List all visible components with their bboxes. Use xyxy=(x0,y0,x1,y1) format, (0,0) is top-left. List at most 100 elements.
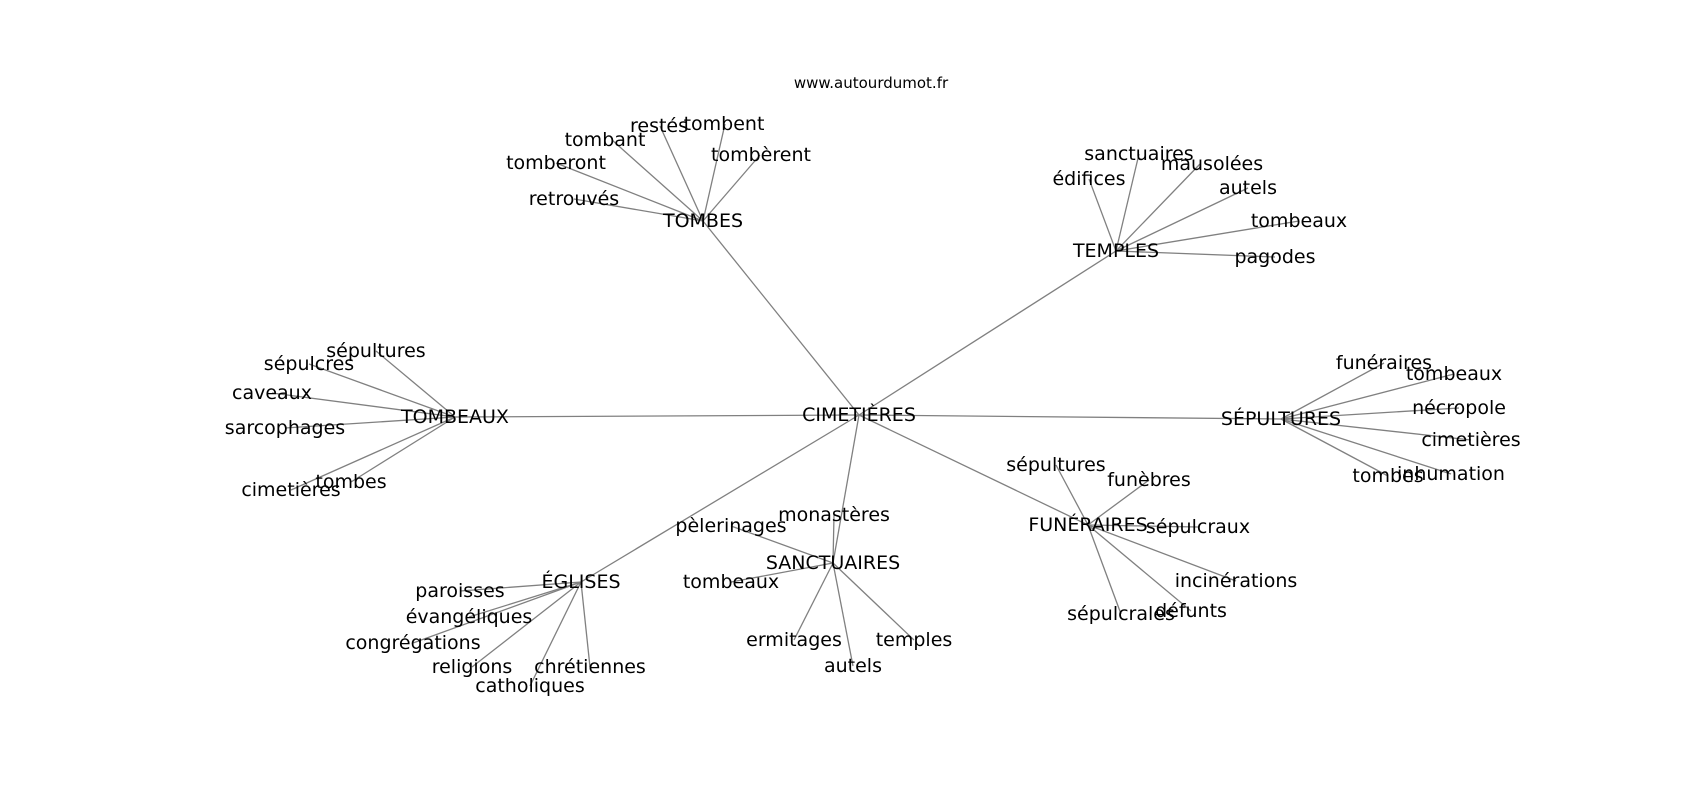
leaf-node-sanctuaires-temples[interactable]: temples xyxy=(876,629,953,651)
hub-node-sepultures[interactable]: SÉPULTURES xyxy=(1221,407,1341,430)
leaf-node-tombes-tomberent[interactable]: tombèrent xyxy=(711,144,811,166)
center-node-label[interactable]: CIMETIÈRES xyxy=(802,403,916,426)
leaf-node-sanctuaires-ermitages[interactable]: ermitages xyxy=(746,629,842,651)
leaf-node-eglises-congregations[interactable]: congrégations xyxy=(345,632,480,654)
edge-funeraires-sepultures xyxy=(1055,464,1089,526)
edge-eglises-congregations xyxy=(412,581,582,644)
leaf-node-tombes-tombent[interactable]: tombent xyxy=(684,113,765,135)
edge-eglises-evangeliques xyxy=(468,581,582,618)
leaf-node-sepultures-funeraires[interactable]: funéraires xyxy=(1336,352,1432,374)
edge-tombes-retrouves xyxy=(573,198,704,222)
edge-eglises-catholiques xyxy=(529,581,582,687)
leaf-node-sanctuaires-autels[interactable]: autels xyxy=(824,655,882,677)
edge-temples-autels xyxy=(1115,187,1249,252)
edge-funeraires-sepulcraux xyxy=(1087,524,1199,528)
leaf-node-sepultures-necropole[interactable]: nécropole xyxy=(1412,397,1506,419)
leaf-node-tombes-restes[interactable]: restés xyxy=(630,115,688,137)
edge-temples-sanctuaires xyxy=(1115,153,1140,252)
leaf-node-sanctuaires-pelerinages[interactable]: pèlerinages xyxy=(675,515,786,537)
leaf-node-temples-sanctuaires[interactable]: sanctuaires xyxy=(1084,143,1193,165)
leaf-node-tombes-retrouves[interactable]: retrouvés xyxy=(529,188,619,210)
edge-sanctuaires-temples xyxy=(832,562,915,641)
edge-eglises-paroisses xyxy=(459,581,582,592)
edge-center-sanctuaires xyxy=(832,414,860,564)
edge-center-funeraires xyxy=(858,414,1089,526)
edge-tombeaux-sepultures xyxy=(375,350,456,418)
leaf-node-eglises-chretiennes[interactable]: chrétiennes xyxy=(534,656,646,678)
edge-tombeaux-caveaux xyxy=(271,392,456,418)
leaf-node-tombes-tombant[interactable]: tombant xyxy=(565,129,646,151)
edge-sanctuaires-monasteres xyxy=(832,514,835,564)
edge-tombeaux-cimetieres xyxy=(290,416,456,491)
edge-center-sepultures xyxy=(858,414,1282,420)
leaf-node-funeraires-sepulcrales[interactable]: sépulcrales xyxy=(1067,603,1175,625)
leaf-node-funeraires-sepulcraux[interactable]: sépulcraux xyxy=(1146,516,1250,538)
edge-center-tombes xyxy=(702,220,860,416)
hub-node-sanctuaires[interactable]: SANCTUAIRES xyxy=(766,552,900,574)
edge-center-temples xyxy=(858,250,1117,416)
leaf-node-funeraires-incinerations[interactable]: incinérations xyxy=(1175,570,1298,592)
leaf-node-temples-mausolees[interactable]: mausolées xyxy=(1161,153,1263,175)
leaf-node-tombeaux-sarcophages[interactable]: sarcophages xyxy=(225,417,345,439)
edge-sepultures-tombes xyxy=(1280,418,1389,477)
leaf-node-sanctuaires-monasteres[interactable]: monastères xyxy=(778,504,890,526)
edge-sepultures-inhumation xyxy=(1280,418,1452,475)
leaf-node-tombeaux-sepultures[interactable]: sépultures xyxy=(326,340,425,362)
edge-sepultures-cimetieres xyxy=(1280,418,1472,441)
leaf-node-funeraires-sepultures[interactable]: sépultures xyxy=(1006,454,1105,476)
edge-tombes-restes xyxy=(659,125,704,222)
edge-center-eglises xyxy=(580,414,860,583)
edge-tombes-tomberent xyxy=(702,154,761,222)
hub-node-temples[interactable]: TEMPLES xyxy=(1072,240,1159,262)
hub-node-funeraires[interactable]: FUNÉRAIRES xyxy=(1028,513,1147,536)
edge-sanctuaires-tombeaux xyxy=(730,562,834,583)
graph-edges xyxy=(271,123,1472,687)
edge-tombeaux-sarcophages xyxy=(284,416,456,429)
edge-eglises-religions xyxy=(471,581,582,668)
edge-sanctuaires-autels xyxy=(832,562,854,667)
leaf-node-temples-pagodes[interactable]: pagodes xyxy=(1234,246,1315,268)
edge-funeraires-incinerations xyxy=(1087,524,1237,582)
edge-tombeaux-tombes xyxy=(350,416,456,483)
leaf-node-funeraires-funebres[interactable]: funèbres xyxy=(1107,469,1191,491)
graph-labels: CIMETIÈRESTOMBEStomberonttombantrestésto… xyxy=(225,113,1521,697)
hub-node-tombes[interactable]: TOMBES xyxy=(662,210,743,232)
edge-sanctuaires-ermitages xyxy=(793,562,834,641)
edge-funeraires-funebres xyxy=(1087,479,1150,526)
edge-sanctuaires-pelerinages xyxy=(730,525,834,564)
edge-sepultures-funeraires xyxy=(1280,362,1385,420)
leaf-node-tombeaux-sepulcres[interactable]: sépulcres xyxy=(264,353,354,375)
edge-temples-tombeaux xyxy=(1115,220,1300,252)
leaf-node-funeraires-defunts[interactable]: défunts xyxy=(1155,600,1227,622)
edge-temples-edifices xyxy=(1088,178,1117,252)
leaf-node-sepultures-tombes[interactable]: tombes xyxy=(1352,465,1423,487)
leaf-node-tombes-tomberont[interactable]: tomberont xyxy=(506,152,606,174)
edge-temples-pagodes xyxy=(1115,250,1276,258)
hub-node-tombeaux[interactable]: TOMBEAUX xyxy=(400,406,509,428)
leaf-node-eglises-evangeliques[interactable]: évangéliques xyxy=(406,606,533,628)
leaf-node-temples-tombeaux[interactable]: tombeaux xyxy=(1251,210,1347,232)
leaf-node-sepultures-inhumation[interactable]: inhumation xyxy=(1397,463,1505,485)
hub-node-eglises[interactable]: ÉGLISES xyxy=(541,570,620,593)
leaf-node-eglises-paroisses[interactable]: paroisses xyxy=(415,580,504,602)
leaf-node-tombeaux-caveaux[interactable]: caveaux xyxy=(232,382,312,404)
edge-temples-mausolees xyxy=(1115,163,1201,252)
edge-sepultures-tombeaux xyxy=(1280,373,1455,420)
leaf-node-sanctuaires-tombeaux[interactable]: tombeaux xyxy=(683,571,779,593)
leaf-node-temples-edifices[interactable]: édifices xyxy=(1052,168,1125,190)
leaf-node-eglises-religions[interactable]: religions xyxy=(432,656,513,678)
edge-tombes-tombant xyxy=(611,139,704,222)
leaf-node-tombeaux-tombes[interactable]: tombes xyxy=(315,471,386,493)
leaf-node-eglises-catholiques[interactable]: catholiques xyxy=(475,675,584,697)
leaf-node-sepultures-tombeaux[interactable]: tombeaux xyxy=(1406,363,1502,385)
edge-tombeaux-sepulcres xyxy=(308,363,456,418)
source-credit: www.autourdumot.fr xyxy=(794,74,949,92)
edge-funeraires-defunts xyxy=(1087,524,1192,612)
leaf-node-sepultures-cimetieres[interactable]: cimetières xyxy=(1421,429,1520,451)
leaf-node-temples-autels[interactable]: autels xyxy=(1219,177,1277,199)
leaf-node-tombeaux-cimetieres[interactable]: cimetières xyxy=(241,479,340,501)
edge-tombes-tomberont xyxy=(555,162,704,222)
edge-eglises-chretiennes xyxy=(580,581,591,668)
